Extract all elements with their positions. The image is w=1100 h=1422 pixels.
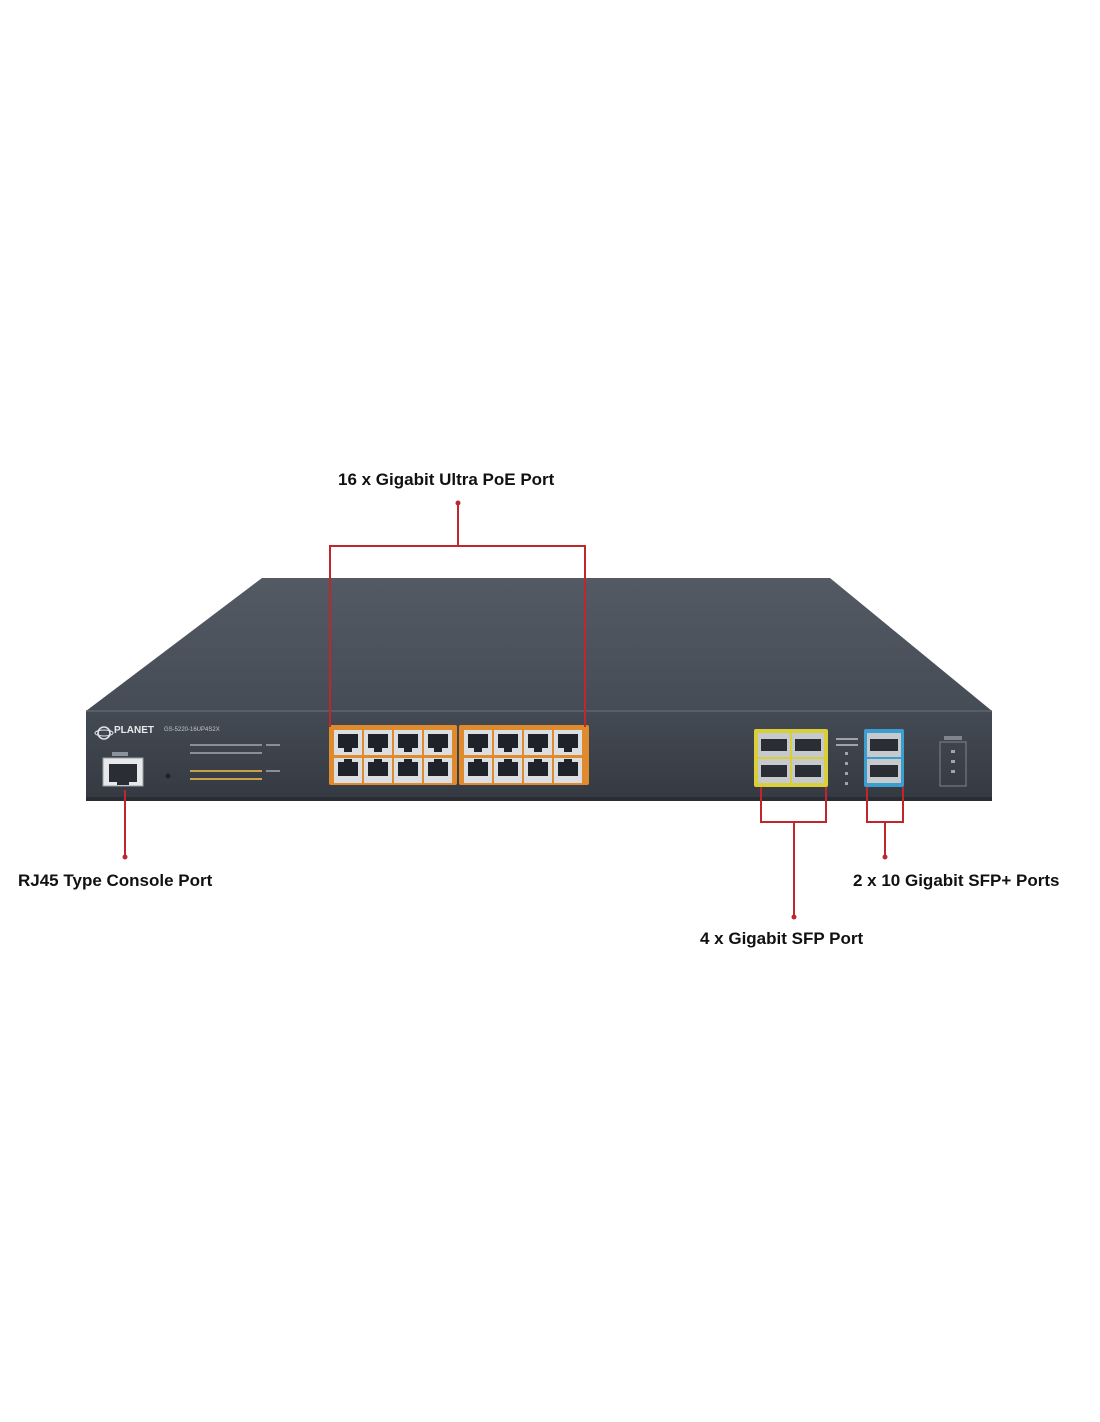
rj45-port-socket [398,762,418,776]
rj45-port-latch [534,759,542,763]
rj45-port-socket [368,762,388,776]
rj45-port-socket [498,762,518,776]
sfp-ports-label: 4 x Gigabit SFP Port [700,929,864,948]
sfp-cage-opening [795,765,821,777]
planet-logo-icon [97,726,111,740]
reset-button [165,773,171,779]
rj45-port-socket [528,762,548,776]
callout-lines [122,500,904,920]
sfp-plus-cage-opening [870,739,898,751]
rj45-port-latch [504,759,512,763]
rj45-port-socket [468,734,488,748]
rj45-port-socket [528,734,548,748]
rj45-port-latch [344,748,352,752]
sfp-plus-cage-opening [870,765,898,777]
rj45-port-socket [558,734,578,748]
rj45-port-socket [428,762,448,776]
rj45-port-latch [434,748,442,752]
rj45-port-socket [338,762,358,776]
poe-ports-label: 16 x Gigabit Ultra PoE Port [338,470,555,489]
sfp-ports [758,733,824,783]
rj45-port-latch [344,759,352,763]
rj45-port-latch [374,759,382,763]
rj45-port-latch [404,748,412,752]
rj45-port-latch [474,759,482,763]
rj45-port-socket [468,762,488,776]
poe-ports [334,730,582,783]
rj45-port-socket [398,734,418,748]
sfp-cage-opening [795,739,821,751]
brand-logo-text: PLANET [114,725,154,736]
rj45-port-socket [498,734,518,748]
sfp-plus-ports-label: 2 x 10 Gigabit SFP+ Ports [853,871,1060,890]
rj45-port-latch [474,748,482,752]
chassis-top-panel [86,578,992,711]
rj45-port-socket [338,734,358,748]
led-panel [190,744,280,780]
console-port-label-box [112,752,128,756]
rj45-port-latch [534,748,542,752]
sfp-plus-ports [867,733,901,783]
console-port [102,752,144,787]
poe-callout [329,500,586,727]
sfp-cage-opening [761,765,787,777]
rj45-port-latch [564,759,572,763]
rj45-port-socket [368,734,388,748]
sfp-led-indicators [836,738,858,785]
sfp-plus-callout [866,787,904,860]
sfp-callout [760,787,827,920]
model-text: GS-5220-16UP4S2X [164,727,220,733]
rj45-port-latch [564,748,572,752]
rj45-port-latch [504,748,512,752]
rj45-port-latch [374,748,382,752]
rj45-port-latch [404,759,412,763]
system-led-panel [939,736,967,787]
chassis-bottom-edge [86,797,992,801]
rj45-port-socket [428,734,448,748]
console-callout [122,790,128,860]
sfp-cage-opening [761,739,787,751]
rj45-port-latch [434,759,442,763]
planet-logo [94,726,114,740]
rj45-port-socket [558,762,578,776]
console-port-label: RJ45 Type Console Port [18,871,213,890]
